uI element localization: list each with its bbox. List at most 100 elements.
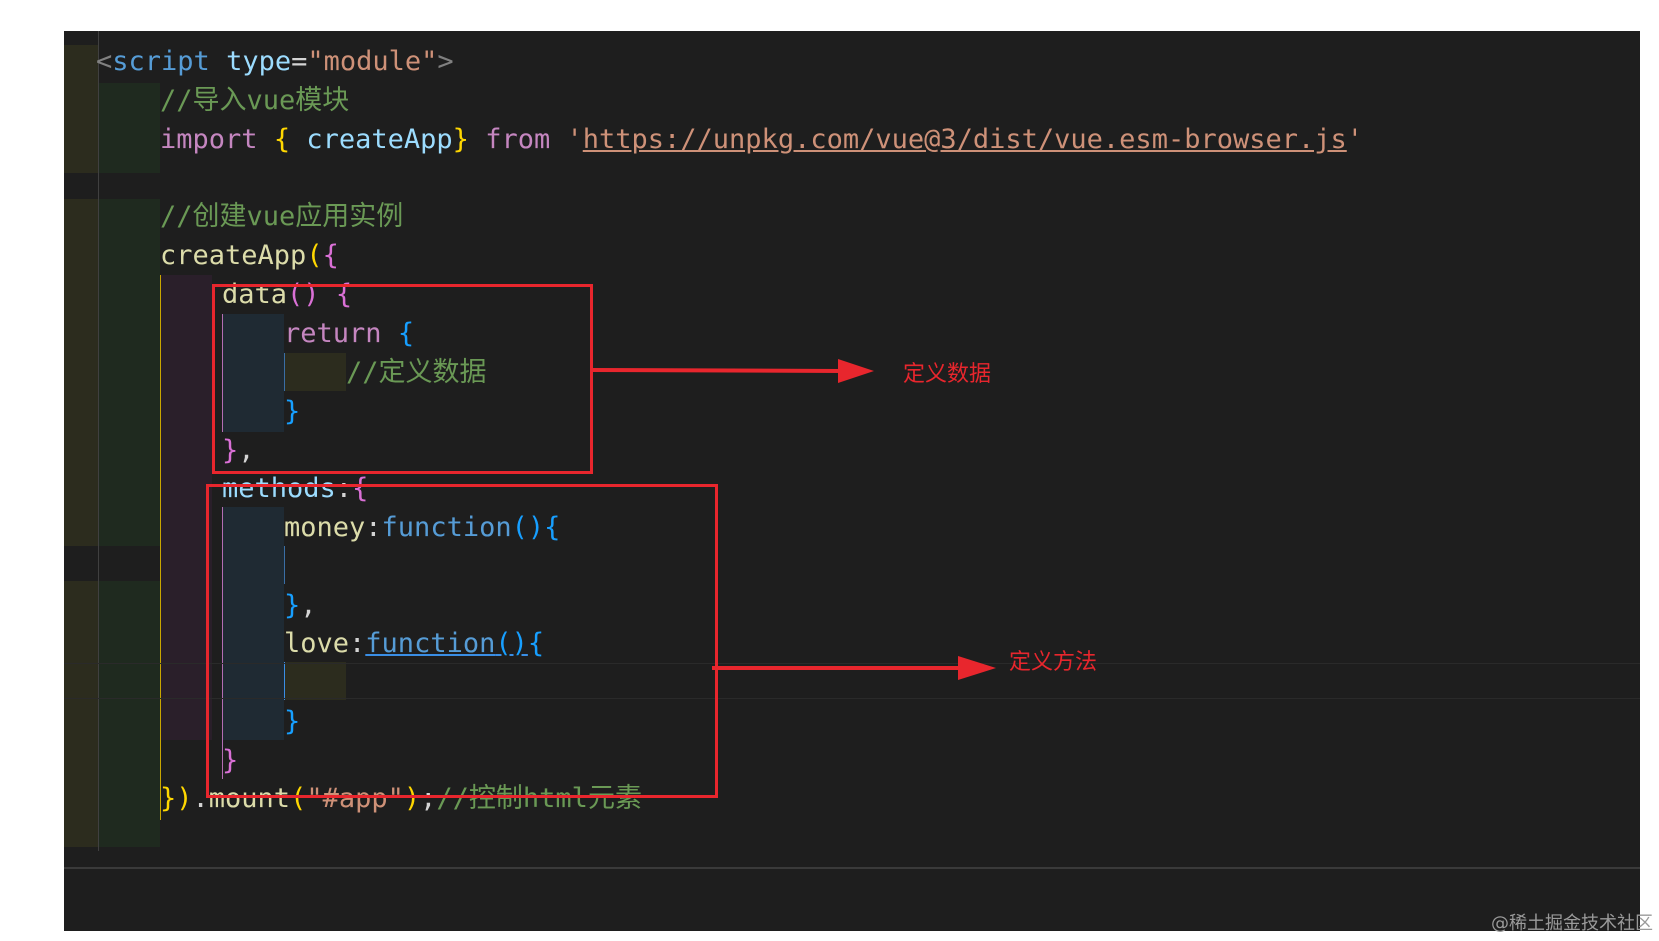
brace-open: { [273, 124, 291, 155]
brace-close: } [452, 124, 469, 155]
code-line-19[interactable]: } [222, 740, 238, 781]
keyword-function: function [365, 628, 496, 659]
indent-guide [284, 546, 285, 584]
paren-open: ( [290, 783, 307, 814]
code-line-15[interactable]: }, [284, 585, 317, 626]
data-highlight-box [212, 284, 593, 474]
parens: () [511, 512, 545, 543]
methods-highlight-box [206, 484, 718, 798]
brace: } [284, 590, 301, 621]
brace: { [544, 512, 561, 543]
colon: : [335, 473, 353, 504]
quote-open: ' [566, 124, 583, 155]
indent-guide [160, 275, 161, 820]
mount-selector: "#app" [306, 783, 404, 814]
code-line-12[interactable]: methods:{ [222, 468, 368, 509]
arrow-shaft [589, 368, 843, 373]
code-line-5[interactable]: //创建vue应用实例 [160, 196, 403, 237]
keyword-return: return [284, 318, 382, 349]
gutter-shade [64, 581, 98, 847]
current-line-highlight [64, 663, 1640, 699]
module-url-link[interactable]: https://unpkg.com/vue@3/dist/vue.esm-bro… [582, 124, 1347, 155]
function-call: createApp [160, 240, 307, 271]
dot: . [192, 783, 209, 814]
code-editor[interactable]: <script type="module"> //导入vue模块 import … [64, 31, 1640, 931]
close-paren: }) [160, 783, 193, 814]
brace: } [284, 396, 301, 427]
code-line-6[interactable]: createApp({ [160, 235, 339, 276]
method-name-love: love [284, 628, 350, 659]
code-line-1[interactable]: <script type="module"> [96, 41, 454, 82]
keyword-function: function [381, 512, 512, 543]
space [550, 124, 566, 155]
arrow-head [958, 656, 996, 680]
attribute-value: "module" [307, 46, 438, 77]
annotation-define-methods: 定义方法 [1009, 650, 1098, 675]
tag-name: script [112, 46, 210, 77]
bottom-divider [64, 867, 1640, 869]
indent-shade [284, 662, 346, 700]
equals: = [291, 46, 308, 77]
code-line-9[interactable]: //定义数据 [346, 352, 487, 393]
semicolon: ; [420, 783, 437, 814]
comma: , [300, 590, 317, 621]
watermark: @稀土掘金技术社区 [1491, 913, 1653, 934]
comma: , [238, 435, 255, 466]
arrow-to-methods-label [712, 656, 996, 680]
import-name: createApp [306, 124, 453, 155]
colon: : [349, 628, 366, 659]
paren-close: ) [403, 783, 421, 814]
brace: } [284, 706, 301, 737]
indent-shade [222, 314, 284, 432]
brace: } [222, 745, 239, 776]
indent-shade [98, 199, 160, 546]
tag-close-bracket: > [437, 46, 454, 77]
indent-shade [160, 275, 212, 740]
indent-shade [98, 83, 160, 173]
code-line-2[interactable]: //导入vue模块 [160, 80, 349, 121]
code-line-8[interactable]: return { [284, 313, 414, 354]
brace: { [527, 628, 545, 659]
quote-close: ' [1346, 124, 1364, 155]
code-line-3[interactable]: import { createApp} from 'https://unpkg.… [160, 119, 1363, 160]
comment: //定义数据 [346, 357, 487, 388]
tag-open-bracket: < [96, 46, 113, 77]
code-line-16[interactable]: love:function(){ [284, 623, 544, 664]
code-line-18[interactable]: } [284, 701, 300, 742]
attribute-name: type [226, 46, 292, 77]
code-line-10[interactable]: } [284, 391, 300, 432]
paren: ( [306, 240, 323, 271]
method-name-money: money [284, 512, 366, 543]
comment: //控制html元素 [436, 783, 642, 814]
parens: () [495, 628, 528, 659]
brace: { [397, 318, 415, 349]
comment: //导入vue模块 [160, 85, 350, 116]
annotation-define-data: 定义数据 [903, 362, 992, 387]
code-line-13[interactable]: money:function(){ [284, 507, 560, 548]
arrow-to-data-label [589, 359, 874, 383]
space [290, 124, 306, 155]
indent-guide [222, 314, 223, 432]
code-line-20[interactable]: }).mount("#app");//控制html元素 [160, 778, 642, 819]
indent-shade [98, 581, 160, 847]
indent-shade [284, 353, 346, 391]
gutter-shade [64, 199, 98, 546]
brace: { [352, 473, 369, 504]
space [258, 124, 274, 155]
indent-shade [222, 507, 284, 740]
indent-guide [284, 353, 285, 391]
indent-guide [222, 507, 223, 779]
colon: : [365, 512, 382, 543]
comment: //创建vue应用实例 [160, 201, 404, 232]
space [210, 46, 226, 77]
space [469, 124, 485, 155]
arrow-head [838, 359, 874, 383]
keyword-import: import [160, 124, 258, 155]
property-methods: methods [222, 473, 336, 504]
brace: } [222, 435, 239, 466]
indent-guide [98, 31, 99, 851]
keyword-from: from [485, 124, 551, 155]
code-line-11[interactable]: }, [222, 430, 255, 471]
indent-guide [284, 662, 285, 700]
gutter-shade [64, 45, 98, 173]
